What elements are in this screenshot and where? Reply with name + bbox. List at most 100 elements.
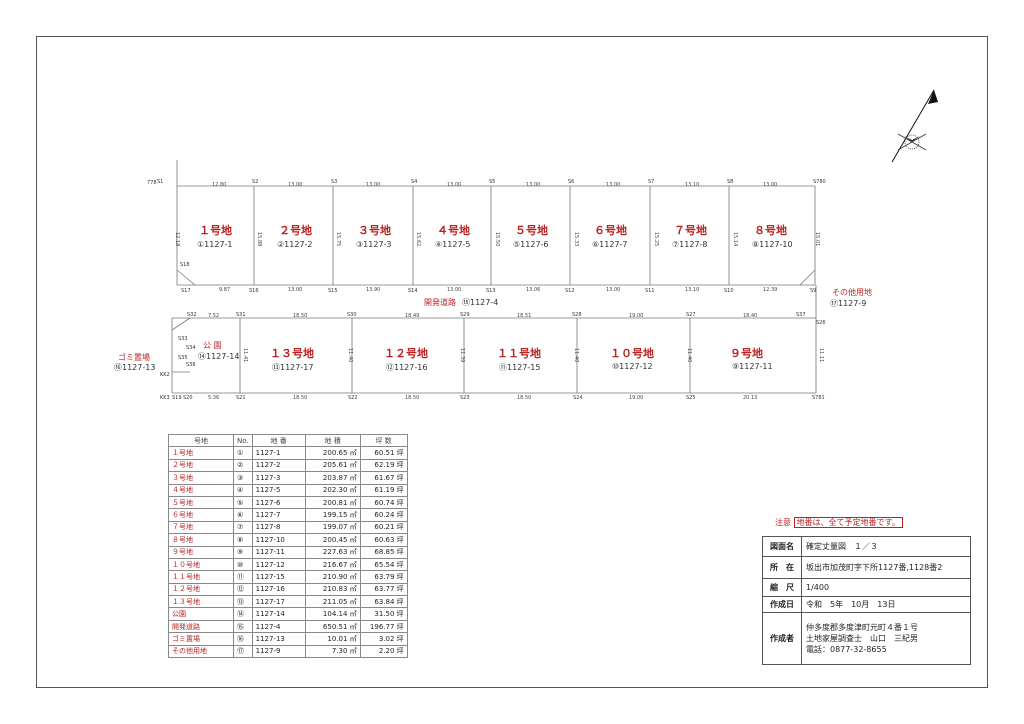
survey-point: S18 xyxy=(180,262,190,268)
table-cell: ② xyxy=(233,458,253,473)
table-cell: 1127-16 xyxy=(251,582,306,597)
measurement: 12.39 xyxy=(763,287,778,293)
note-text: 注意 地番は、全て予定地番です。 xyxy=(775,517,903,528)
table-cell: 65.54 坪 xyxy=(359,557,408,572)
other-land-number: ⑰1127-9 xyxy=(830,299,867,308)
table-header: 坪 数 xyxy=(359,433,408,448)
table-cell: 63.84 坪 xyxy=(359,595,408,609)
table-cell: 210.83 ㎡ xyxy=(304,582,361,597)
survey-point: S26 xyxy=(816,320,826,326)
survey-point: S31 xyxy=(236,312,246,318)
measurement: 13.00 xyxy=(606,287,621,293)
survey-point: S34 xyxy=(186,345,196,351)
measurement: 13.10 xyxy=(685,182,700,188)
survey-point: S24 xyxy=(573,395,583,401)
vertical-measurement: 15.33 xyxy=(573,232,579,247)
table-cell: ３号地 xyxy=(168,471,234,485)
garbage-name: ゴミ置場 xyxy=(118,353,150,362)
table-cell: ⑬ xyxy=(233,595,253,609)
table-cell: 1127-5 xyxy=(251,483,306,497)
lot-name: ３号地 xyxy=(358,224,391,237)
table-cell: ⑧ xyxy=(233,533,253,547)
table-cell: 61.67 坪 xyxy=(359,471,408,485)
vertical-measurement: 15.75 xyxy=(335,232,341,247)
table-header: 号地 xyxy=(168,433,234,448)
lot-name: １２号地 xyxy=(384,347,428,360)
lot-name: １０号地 xyxy=(610,347,654,360)
survey-point: S2 xyxy=(252,179,259,185)
table-cell: ⑦ xyxy=(233,520,253,535)
lot-number: ③1127-3 xyxy=(356,240,392,249)
table-cell: ⑯ xyxy=(233,632,253,646)
table-cell: 60.74 坪 xyxy=(359,495,408,510)
vertical-measurement: 15.01 xyxy=(814,232,820,247)
vertical-measurement: 15.25 xyxy=(653,232,659,247)
table-header: 地 番 xyxy=(251,433,306,448)
lot-name: ９号地 xyxy=(730,347,763,360)
measurement: 13.00 xyxy=(447,182,462,188)
table-cell: ⑤ xyxy=(233,495,253,510)
measurement: 18.51 xyxy=(517,313,532,319)
lot-number: ⑥1127-7 xyxy=(592,240,628,249)
table-cell: ① xyxy=(233,446,253,460)
table-cell: 60.51 坪 xyxy=(359,446,408,460)
table-cell: １０号地 xyxy=(168,557,234,572)
north-arrow-icon xyxy=(891,89,938,163)
lot-name: ７号地 xyxy=(674,224,707,237)
table-cell: 1127-9 xyxy=(251,644,306,659)
road-number: ⑮1127-4 xyxy=(462,298,499,307)
table-cell: 63.77 坪 xyxy=(359,582,408,597)
label-date: 作成日 xyxy=(762,596,802,613)
table-cell: 63.79 坪 xyxy=(359,570,408,584)
lot-number: ⑫1127-16 xyxy=(386,363,428,372)
table-cell: 公園 xyxy=(168,607,234,621)
table-cell: 1127-8 xyxy=(251,520,306,535)
survey-point: S20 xyxy=(183,395,193,401)
table-cell: 200.65 ㎡ xyxy=(304,446,361,460)
survey-point: S3 xyxy=(331,179,338,185)
table-cell: 199.15 ㎡ xyxy=(304,508,361,522)
measurement: 13.00 xyxy=(288,287,303,293)
park-edge xyxy=(171,317,191,331)
table-cell: １１号地 xyxy=(168,570,234,584)
table-cell: 2.20 坪 xyxy=(359,644,408,659)
survey-point: S12 xyxy=(565,288,575,294)
survey-point: S1 xyxy=(157,179,164,185)
measurement: 13.90 xyxy=(366,287,381,293)
lot-number: ④1127-5 xyxy=(435,240,471,249)
scale: 1/400 xyxy=(801,578,971,597)
label-author: 作成者 xyxy=(762,612,802,665)
table-cell: 3.02 坪 xyxy=(359,632,408,646)
vertical-measurement: 11.40 xyxy=(347,348,353,363)
label-location: 所 在 xyxy=(762,556,802,579)
lot-name: １号地 xyxy=(199,224,232,237)
table-cell: ゴミ置場 xyxy=(168,632,234,646)
measurement: 19.00 xyxy=(629,313,644,319)
survey-point: S30 xyxy=(347,312,357,318)
table-cell: 1127-13 xyxy=(251,632,306,646)
lot-name: ４号地 xyxy=(437,224,470,237)
survey-point: S27 xyxy=(686,312,696,318)
label-drawing-name: 図面名 xyxy=(762,536,802,557)
table-cell: 68.85 坪 xyxy=(359,545,408,559)
vertical-measurement: 12.18 xyxy=(174,232,180,247)
lot-number: ②1127-2 xyxy=(277,240,313,249)
table-cell: 開発道路 xyxy=(168,619,234,634)
author-address: 仲多度郡多度津町元町４番１号 xyxy=(806,623,918,632)
survey-point: S15 xyxy=(328,288,338,294)
survey-point: S6 xyxy=(568,179,575,185)
table-cell: ⑮ xyxy=(233,619,253,634)
table-cell: ⑭ xyxy=(233,607,253,621)
table-cell: 210.90 ㎡ xyxy=(304,570,361,584)
measurement: 13.10 xyxy=(685,287,700,293)
lot-number: ⑬1127-17 xyxy=(272,363,314,372)
